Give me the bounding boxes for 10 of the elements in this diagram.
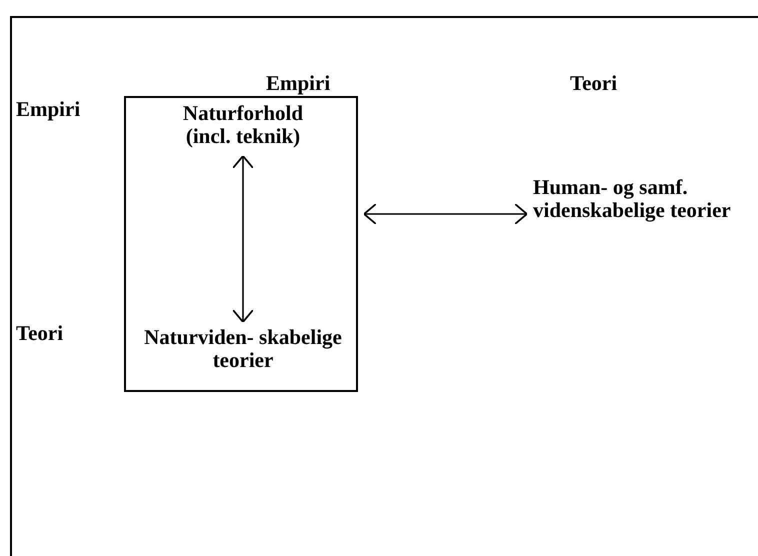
double-arrow <box>232 155 254 323</box>
process-box <box>124 96 358 392</box>
node-text: Naturforhold (incl. teknik) <box>163 102 323 152</box>
axis-label: Empiri <box>266 72 330 96</box>
node-text: Naturviden- skabelige teorier <box>143 326 343 386</box>
node-text: Human- og samf. videnskabelige teorier <box>533 176 733 252</box>
axis-label: Empiri <box>16 98 80 122</box>
axis-label: Teori <box>570 72 618 96</box>
double-arrow <box>363 203 528 225</box>
axis-label: Teori <box>16 322 64 346</box>
